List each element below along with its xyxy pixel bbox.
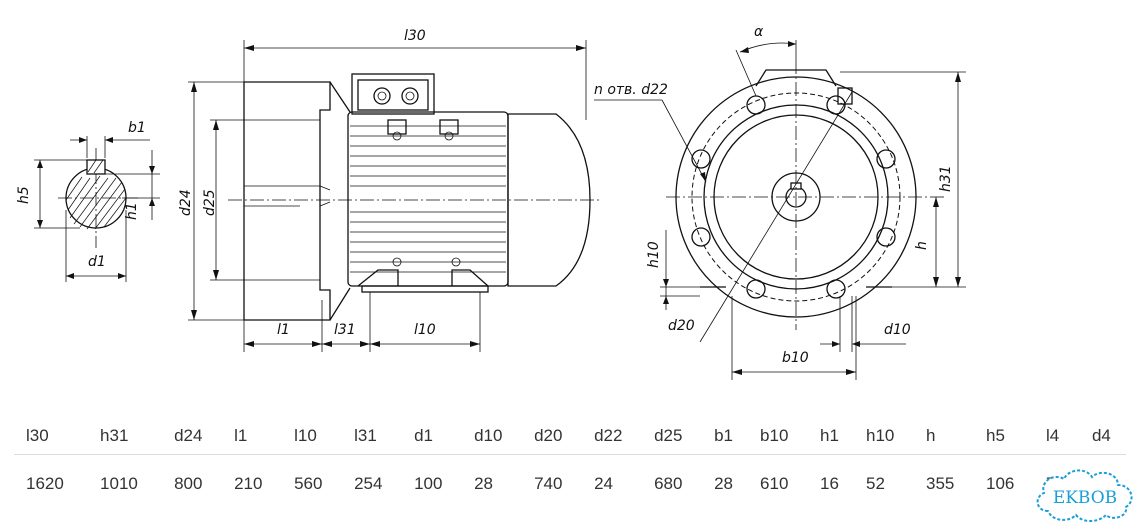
label-l1: l1 xyxy=(277,322,290,338)
ekbob-logo: EKBOB xyxy=(1036,469,1133,522)
cell-d1: 100 xyxy=(414,474,443,493)
label-b1: b1 xyxy=(128,120,146,136)
header-d4: d4 xyxy=(1079,418,1126,455)
label-alpha: α xyxy=(754,24,764,40)
label-d24: d24 xyxy=(178,189,194,216)
header-h31: h31 xyxy=(88,418,163,455)
header-d1: d1 xyxy=(402,418,463,455)
dimension-table-header-row: l30 h31 d24 l1 l10 l31 d1 d10 d20 d22 d2… xyxy=(14,418,1126,455)
cell-d10: 28 xyxy=(474,474,494,493)
cell-h31: 1010 xyxy=(100,474,138,493)
cell-h10: 52 xyxy=(866,474,885,493)
header-b1: b1 xyxy=(702,418,749,455)
header-h1: h1 xyxy=(808,418,854,455)
table-row: 1620 1010 800 210 560 254 100 28 740 24 … xyxy=(14,455,1126,514)
cell-d24: 800 xyxy=(174,474,203,493)
label-l10: l10 xyxy=(414,322,436,338)
cell-l1: 210 xyxy=(234,474,263,493)
header-l31: l31 xyxy=(342,418,403,455)
cell-l31: 254 xyxy=(354,474,383,493)
label-h10: h10 xyxy=(646,241,662,268)
motor-dimension-drawing: b1 h5 h1 d1 l30 xyxy=(16,24,966,380)
label-n-holes-d22: n отв. d22 xyxy=(594,82,668,98)
header-h10: h10 xyxy=(854,418,914,455)
cell-b1: 28 xyxy=(714,474,734,493)
cell-h5: 106 xyxy=(986,474,1015,493)
motor-side-view: l30 xyxy=(178,28,600,352)
cell-l10: 560 xyxy=(294,474,323,493)
header-d20: d20 xyxy=(522,418,583,455)
cell-b10: 610 xyxy=(760,474,789,493)
label-b10: b10 xyxy=(782,350,809,366)
header-d22: d22 xyxy=(582,418,643,455)
label-l30: l30 xyxy=(404,28,426,44)
flange-bolt-holes xyxy=(691,95,896,299)
label-h31: h31 xyxy=(938,165,954,192)
logo-text: EKBOB xyxy=(1053,488,1117,508)
label-d1: d1 xyxy=(88,254,106,270)
label-d20: d20 xyxy=(668,318,695,334)
cloud-shape xyxy=(1036,469,1133,522)
header-h5: h5 xyxy=(974,418,1034,455)
header-l1: l1 xyxy=(222,418,283,455)
cell-d25: 680 xyxy=(654,474,683,493)
cell-d20: 740 xyxy=(534,474,563,493)
cell-d22: 24 xyxy=(594,474,614,493)
label-h: h xyxy=(914,241,930,250)
label-h5: h5 xyxy=(16,186,32,204)
header-d25: d25 xyxy=(642,418,703,455)
cell-l30: 1620 xyxy=(26,474,64,493)
cell-h: 355 xyxy=(926,474,955,493)
shaft-section-view: b1 h5 h1 d1 xyxy=(16,120,160,282)
label-l31: l31 xyxy=(334,322,356,338)
header-l10: l10 xyxy=(282,418,343,455)
cell-h1: 16 xyxy=(820,474,839,493)
header-h: h xyxy=(914,418,974,455)
label-d10: d10 xyxy=(884,322,911,338)
label-h1: h1 xyxy=(124,202,140,220)
header-l30: l30 xyxy=(14,418,89,455)
dimension-table: l30 h31 d24 l1 l10 l31 d1 d10 d20 d22 d2… xyxy=(14,418,1126,513)
header-d10: d10 xyxy=(462,418,523,455)
header-b10: b10 xyxy=(748,418,809,455)
header-l4: l4 xyxy=(1034,418,1080,455)
header-d24: d24 xyxy=(162,418,223,455)
motor-front-view: d20 α n отв. d22 h31 h h10 xyxy=(594,24,966,380)
label-d25: d25 xyxy=(202,189,218,216)
